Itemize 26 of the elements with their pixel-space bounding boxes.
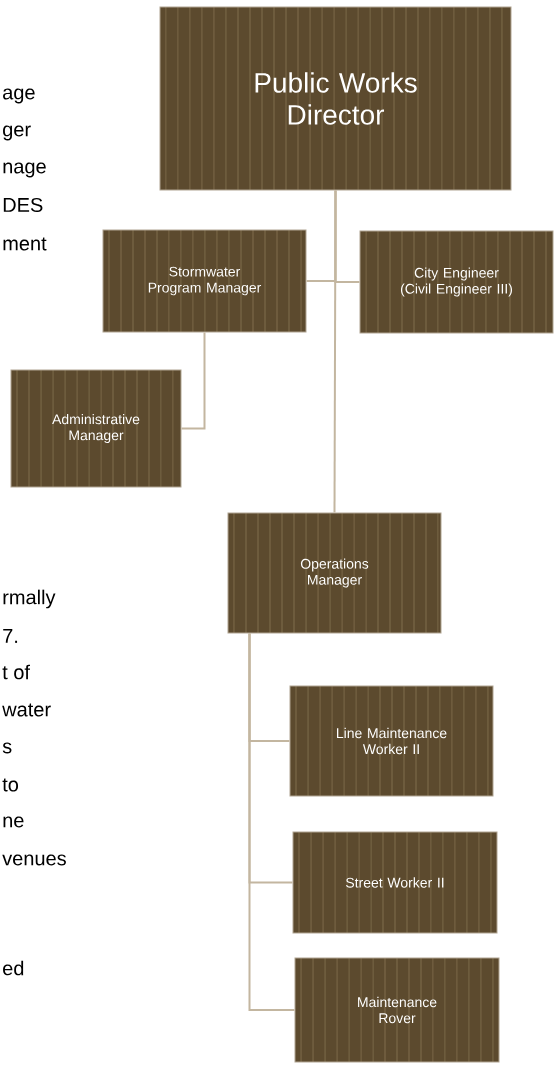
text-fragment: ger [3,125,31,141]
connector-line [248,632,296,1011]
connector-line [180,331,206,430]
text-fragment: rmally [3,589,56,609]
text-fragment: ment [3,237,47,251]
text-fragment: DES [3,197,43,213]
connector-line [334,189,361,283]
position-box: Line Maintenance Worker II [289,685,494,797]
text-fragment: ne [3,816,24,828]
position-box: Administrative Manager [10,369,182,488]
text-fragment: nage [3,162,46,178]
text-fragment: ed [3,960,24,976]
text-fragment: s [2,742,12,754]
position-box: Operations Manager [227,512,442,634]
position-box: Stormwater Program Manager [102,229,307,333]
text-fragment: t of [2,664,30,680]
text-fragment: water [2,703,51,717]
position-box: Maintenance Rover [294,957,500,1063]
position-box: City Engineer (Civil Engineer III) [359,230,554,334]
position-box: Street Worker II [292,831,498,934]
text-fragment: 7. [3,629,18,643]
text-fragment: to [2,778,19,792]
text-fragment: venues [2,854,66,866]
position-box: Public Works Director [159,6,512,191]
connector-line [333,189,337,514]
text-fragment: age [3,88,35,104]
